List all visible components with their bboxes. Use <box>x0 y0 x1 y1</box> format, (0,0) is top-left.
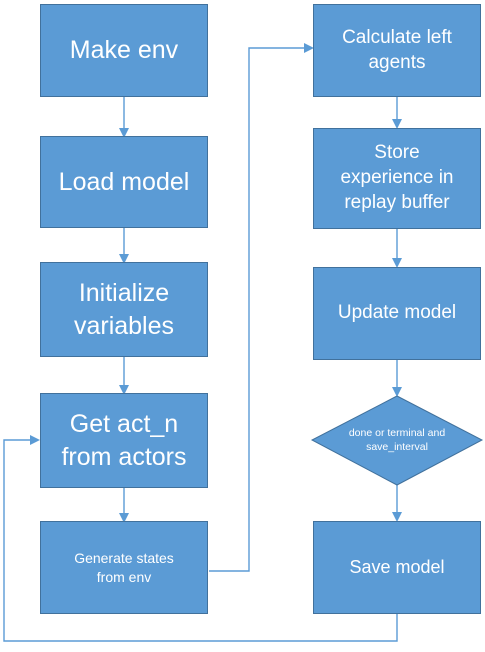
arrow-save-loop-to-getact <box>3 435 398 642</box>
store-experience-box: Store experience in replay buffer <box>313 128 481 229</box>
generate-states-label: Generate states from env <box>74 550 174 585</box>
generate-states-box: Generate states from env <box>40 521 208 614</box>
calculate-left-agents-label: Calculate left agents <box>342 26 452 73</box>
get-act-n-box: Get act_n from actors <box>40 393 208 488</box>
load-model-label: Load model <box>58 167 190 196</box>
initialize-variables-label: Initialize variables <box>73 279 175 340</box>
store-experience-label: Store experience in replay buffer <box>340 142 454 213</box>
initialize-variables-box: Initialize variables <box>40 262 208 357</box>
calculate-left-agents-box: Calculate left agents <box>313 4 481 97</box>
decision-diamond <box>310 395 484 486</box>
save-model-box: Save model <box>313 521 481 614</box>
make-env-box: Make env <box>40 4 208 97</box>
decision-label: done or terminal and save_interval <box>348 426 446 453</box>
save-model-label: Save model <box>349 556 445 577</box>
arrow-generate-to-calculate <box>209 43 314 572</box>
load-model-box: Load model <box>40 136 208 228</box>
update-model-label: Update model <box>337 302 457 324</box>
make-env-label: Make env <box>69 36 179 65</box>
update-model-box: Update model <box>313 267 481 360</box>
get-act-n-label: Get act_n from actors <box>61 410 187 471</box>
